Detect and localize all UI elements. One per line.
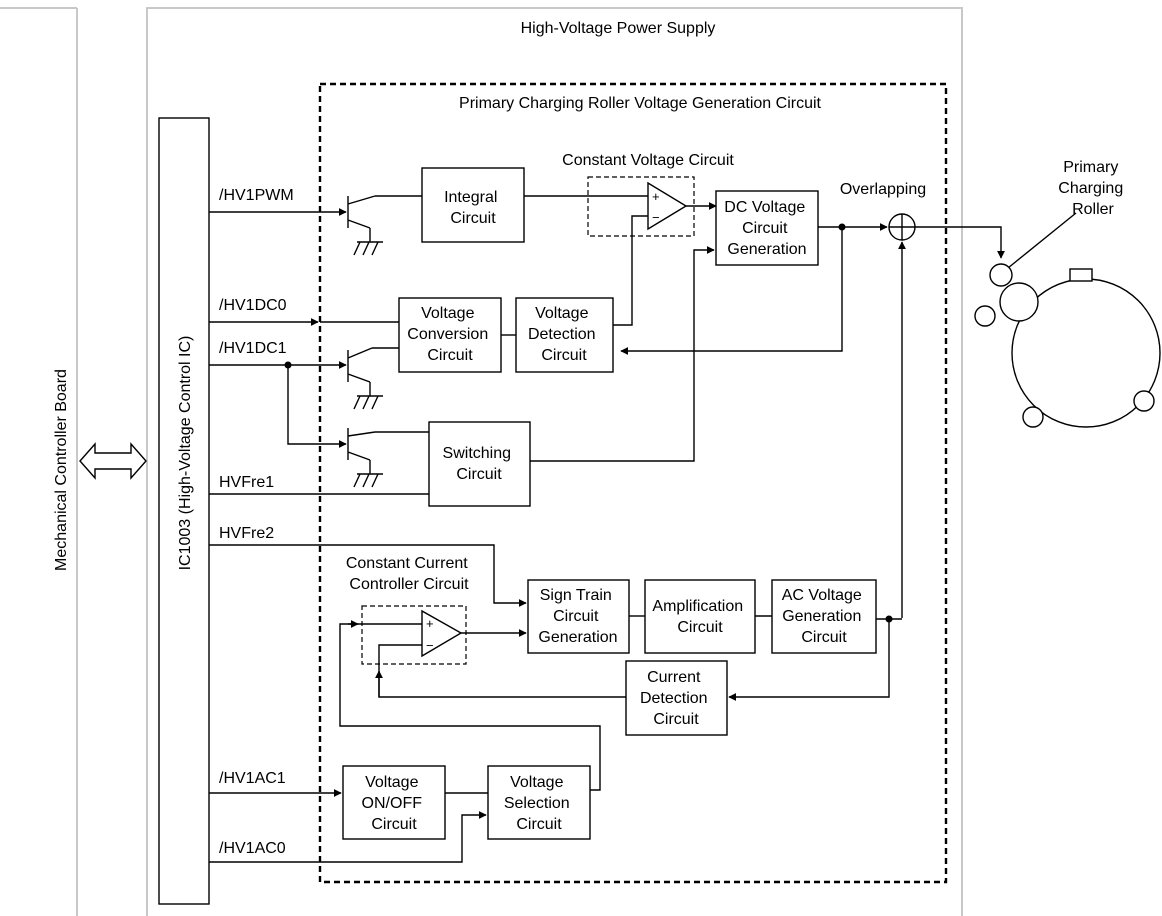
current-detection-label: Current Detection Circuit xyxy=(640,669,712,728)
transistor-3 xyxy=(347,428,383,488)
opamp-current-icon xyxy=(421,609,463,658)
svg-text:+: + xyxy=(652,189,660,204)
bidirectional-arrow-icon xyxy=(79,442,147,480)
voltage-selection-block xyxy=(487,765,591,840)
signal-hvfre2: HVFre2 xyxy=(219,525,274,542)
signal-hv1pwm: /HV1PWM xyxy=(219,187,294,204)
constant-voltage-region xyxy=(587,176,695,237)
dc-voltage-label: DC Voltage Circuit Generation xyxy=(724,199,809,258)
drum-assembly-icon xyxy=(974,263,1161,428)
current-detection-block xyxy=(625,660,728,736)
amplification-label: Amplification Circuit xyxy=(652,598,747,636)
signal-hv1ac1: /HV1AC1 xyxy=(219,770,286,787)
primary-roller-label: Primary Charging Roller xyxy=(1058,159,1127,218)
voltage-detection-label: Voltage Detection Circuit xyxy=(528,305,600,364)
voltage-selection-label: Voltage Selection Circuit xyxy=(504,774,574,833)
amplification-block xyxy=(644,579,756,654)
ac-voltage-label: AC Voltage Generation Circuit xyxy=(782,587,867,646)
constant-current-label: Constant Current Controller Circuit xyxy=(346,555,472,593)
hv-power-supply-frame xyxy=(146,7,963,916)
switching-circuit-block xyxy=(428,421,531,507)
integral-circuit-block xyxy=(421,167,525,243)
dc-voltage-block xyxy=(715,190,819,266)
voltage-conversion-block xyxy=(398,297,502,373)
voltage-onoff-block xyxy=(342,765,446,840)
sign-train-block xyxy=(527,579,630,654)
adder-icon xyxy=(888,213,916,241)
transistor-1 xyxy=(347,195,383,256)
sign-train-label: Sign Train Circuit Generation xyxy=(538,587,617,646)
ac-voltage-block xyxy=(771,579,877,654)
primary-circuit-label: Primary Charging Roller Voltage Generati… xyxy=(459,95,821,112)
svg-text:−: − xyxy=(652,210,660,225)
signal-hv1dc1: /HV1DC1 xyxy=(219,340,287,357)
svg-text:+: + xyxy=(426,616,434,631)
opamp-voltage-icon xyxy=(647,181,688,231)
voltage-detection-block xyxy=(515,297,614,373)
voltage-conversion-label: Voltage Conversion Circuit xyxy=(407,305,492,364)
ic1003-label: IC1003 (High-Voltage Control IC) xyxy=(177,336,194,571)
constant-current-region xyxy=(361,605,467,665)
svg-text:−: − xyxy=(426,638,434,653)
signal-hv1ac0: /HV1AC0 xyxy=(219,840,286,857)
controller-board-frame xyxy=(0,7,78,916)
overlapping-label: Overlapping xyxy=(840,181,926,198)
switching-circuit-label: Switching Circuit xyxy=(443,445,516,483)
primary-circuit-region xyxy=(318,82,948,884)
ic1003-block xyxy=(158,117,210,905)
voltage-onoff-label: Voltage ON/OFF Circuit xyxy=(362,774,427,833)
signal-hv1dc0: /HV1DC0 xyxy=(219,297,287,314)
integral-circuit-label: Integral Circuit xyxy=(444,189,502,227)
constant-voltage-label: Constant Voltage Circuit xyxy=(562,152,734,169)
signal-hvfre1: HVFre1 xyxy=(219,474,274,491)
controller-board-label: Mechanical Controller Board xyxy=(53,369,70,571)
hv-power-supply-label: High-Voltage Power Supply xyxy=(521,20,716,37)
transistor-2 xyxy=(347,347,383,410)
